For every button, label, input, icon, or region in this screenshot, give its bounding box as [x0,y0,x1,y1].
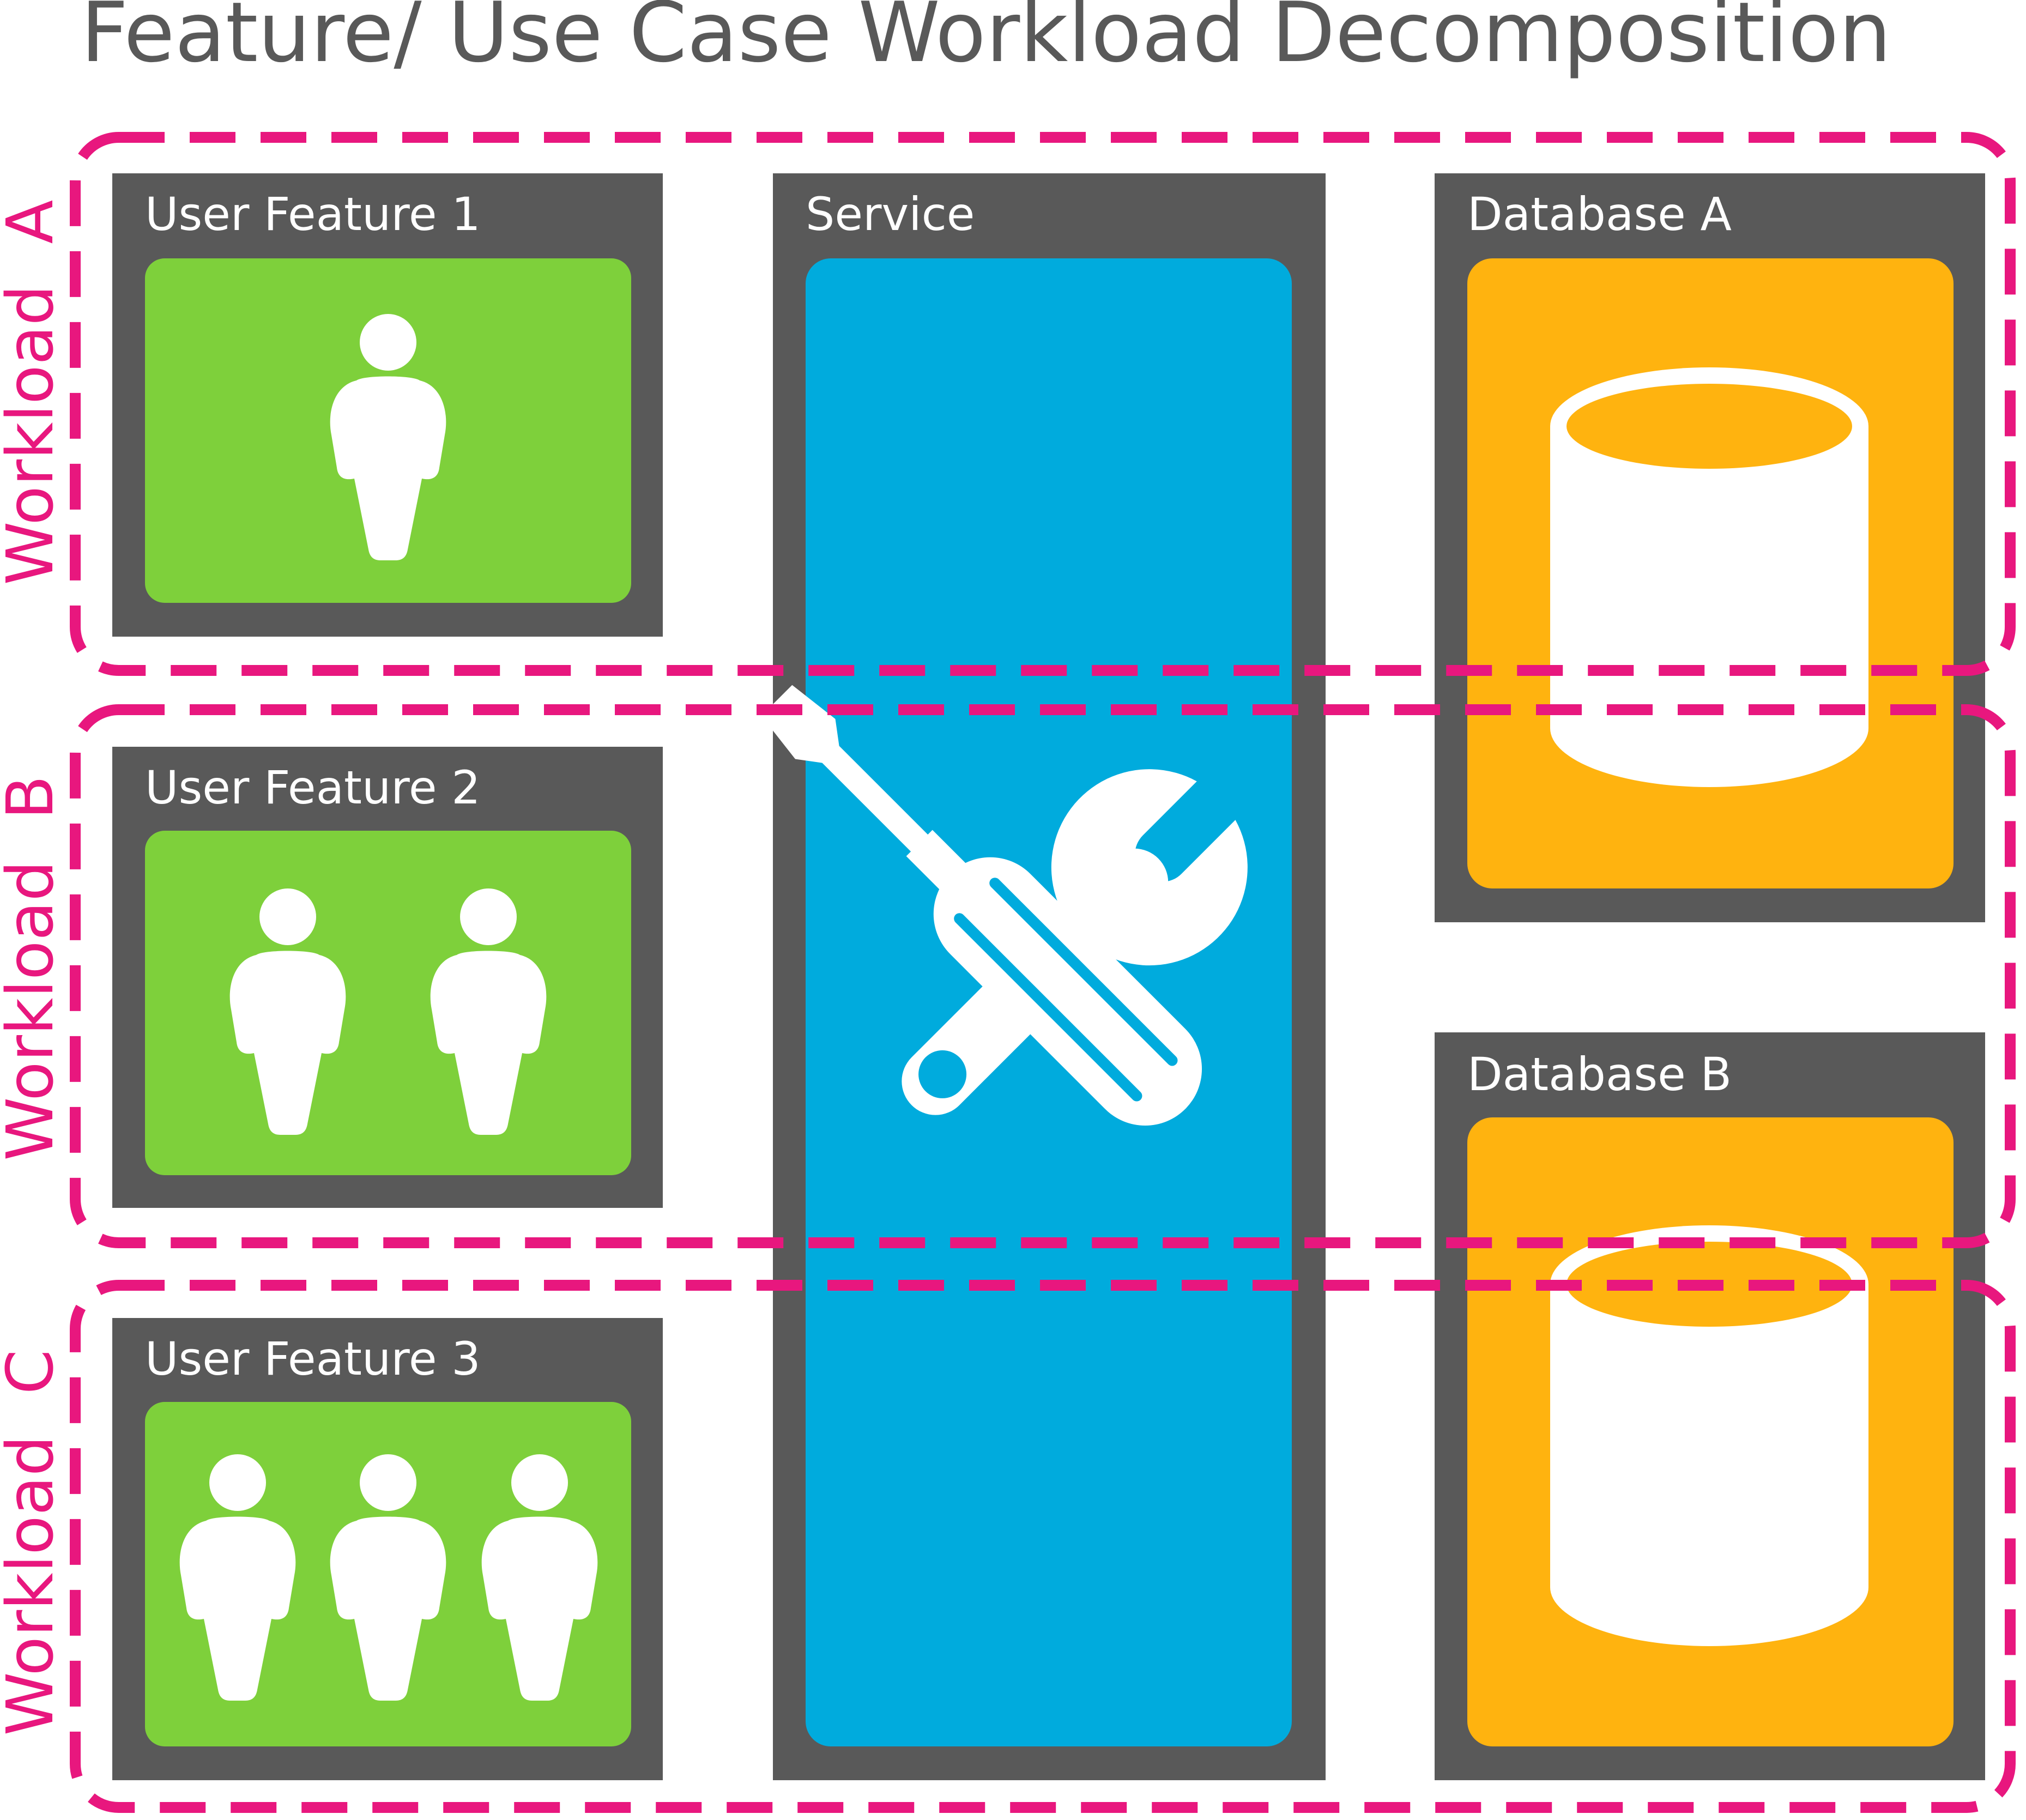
user-feature-2-panel: User Feature 2 [112,747,663,1208]
workload-a-label: Workload A [0,200,68,585]
user-feature-1-panel: User Feature 1 [112,173,663,637]
user-feature-2-label: User Feature 2 [145,761,481,814]
diagram-title: Feature/ Use Case Workload Decomposition [81,0,1891,81]
user-feature-3-label: User Feature 3 [145,1332,481,1386]
workload-b-boundary [70,704,2016,1248]
wrench-screwdriver-icon [761,685,1248,1126]
database-cylinder-icon [1550,367,1868,787]
three-people-icon [179,1454,598,1701]
user-feature-3-panel: User Feature 3 [112,1318,663,1780]
database-a-label: Database A [1467,188,1732,241]
service-label: Service [806,188,975,241]
workload-c-boundary [70,1280,2016,1813]
database-b-label: Database B [1467,1048,1732,1101]
user-feature-1-label: User Feature 1 [145,188,481,241]
workload-a-boundary [70,132,2016,676]
service-panel: Service [761,173,1326,1780]
workload-b-label: Workload B [0,776,68,1161]
database-a-panel: Database A [1435,173,1985,922]
database-b-panel: Database B [1435,1032,1985,1780]
workload-c-label: Workload C [0,1350,68,1736]
